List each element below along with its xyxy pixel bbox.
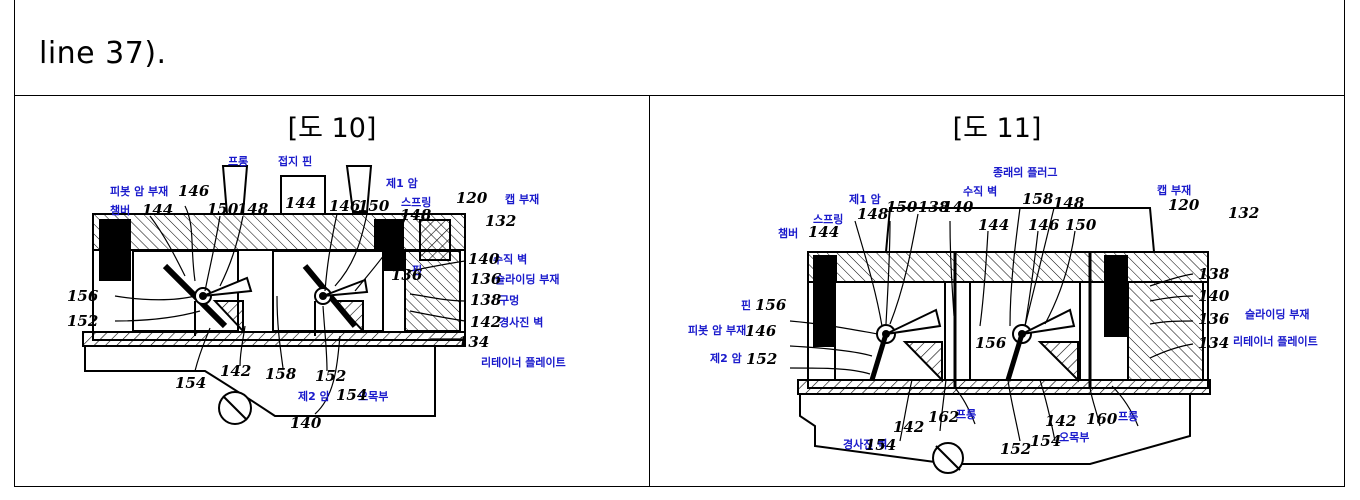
fig10-label-ground-pin: 접지 핀 bbox=[278, 154, 312, 168]
fig11-num-154b: 154 bbox=[1030, 432, 1061, 450]
fig10-label-hole: 구멍 bbox=[499, 293, 519, 307]
fig10-num-132: 132 bbox=[485, 212, 516, 230]
fig10-num-144: 144 bbox=[142, 201, 173, 219]
fig11-label-cap: 캡 부재 bbox=[1157, 183, 1191, 197]
fig11-num-144: 144 bbox=[978, 216, 1009, 234]
fig10-label-recess: 오목부 bbox=[358, 390, 388, 403]
text-row: line 37). bbox=[15, 0, 1344, 96]
fig11-num-140b: 140 bbox=[1198, 287, 1230, 305]
fig10-num-158: 158 bbox=[265, 365, 297, 383]
fig11-label-retainer: 리테이너 플레이트 bbox=[1233, 334, 1318, 348]
fig10-num-148b: 148 bbox=[400, 206, 432, 224]
fig11-num-136: 136 bbox=[1198, 310, 1230, 328]
fig11-label-conventional-plug: 종래의 플러그 bbox=[993, 165, 1058, 179]
fig10-num-154b: 154 bbox=[336, 386, 367, 404]
fig11-num-154: 154 bbox=[865, 436, 896, 454]
fig10-num-156: 156 bbox=[67, 287, 99, 305]
fig10-num-120: 120 bbox=[456, 189, 488, 207]
fig11-num-120: 120 bbox=[1168, 196, 1200, 214]
fig11-num-152: 152 bbox=[746, 350, 777, 368]
fig10-num-150b: 150 bbox=[358, 197, 390, 215]
fig10-label-pin: 핀 bbox=[412, 263, 422, 277]
fig11-num-156b: 156 bbox=[975, 334, 1007, 352]
fig10-num-136b: 136 bbox=[470, 270, 502, 288]
fig11-lines bbox=[789, 207, 1211, 474]
fig11-label-prong2: 프롱 bbox=[1118, 410, 1138, 423]
fig11-num-156: 156 bbox=[755, 296, 787, 314]
fig10-num-136: 136 bbox=[391, 266, 423, 284]
fig11-num-142: 142 bbox=[893, 418, 924, 436]
fig10-label-pivot-arm: 피봇 암 부재 bbox=[110, 184, 168, 198]
fig11-label-pin: 핀 bbox=[741, 298, 751, 312]
fig10-num-148: 148 bbox=[237, 200, 269, 218]
fig11-num-134: 134 bbox=[1198, 334, 1229, 352]
fig11-label-pivot-arm: 피봇 암 부재 bbox=[688, 323, 746, 337]
fig10-label-chamber: 챔버 bbox=[110, 203, 130, 217]
fig10-label-first-arm: 제1 암 bbox=[386, 176, 418, 190]
fig11-num-146b: 146 bbox=[745, 322, 777, 340]
figure-11-cell: [도 11] bbox=[650, 96, 1344, 486]
fig11-label-slanted-wall: 경사진 벽 bbox=[843, 437, 887, 451]
fig11-label-recess: 오목부 bbox=[1059, 431, 1089, 444]
fig11-num-150: 150 bbox=[886, 198, 918, 216]
fig11-label-sliding: 슬라이딩 부재 bbox=[1245, 307, 1310, 321]
fig10-num-138: 138 bbox=[470, 291, 502, 309]
fig11-label-second-arm: 제2 암 bbox=[710, 351, 742, 365]
fig10-num-142: 142 bbox=[470, 313, 501, 331]
figure-11-title: [도 11] bbox=[952, 113, 1042, 144]
fig10-label-second-arm: 제2 암 bbox=[298, 389, 330, 403]
fig10-num-144b: 144 bbox=[285, 194, 316, 212]
fig10-label-spring: 스프링 bbox=[401, 196, 431, 209]
fig10-label-vertical-wall: 수직 벽 bbox=[493, 252, 527, 266]
fig10-num-142b: 142 bbox=[220, 362, 251, 380]
fig10-num-146: 146 bbox=[178, 182, 210, 200]
fig10-num-152: 152 bbox=[67, 312, 98, 330]
fig10-label-sliding: 슬라이딩 부재 bbox=[495, 272, 560, 286]
fig10-num-140: 140 bbox=[468, 250, 500, 268]
fig11-num-150b: 150 bbox=[1065, 216, 1097, 234]
fig11-num-138: 138 bbox=[918, 198, 950, 216]
fig10-label-cap: 캡 부재 bbox=[505, 192, 539, 206]
fig11-num-148s: 148 bbox=[857, 205, 889, 223]
continuation-text: line 37). bbox=[39, 36, 167, 71]
fig11-label-chamber: 챔버 bbox=[778, 226, 798, 240]
fig11-num-148: 148 bbox=[1053, 194, 1085, 212]
fig10-lines bbox=[82, 165, 466, 425]
fig10-label-prong: 프롱 bbox=[228, 155, 248, 168]
patent-page: line 37). [도 10] bbox=[14, 0, 1345, 487]
fig10-num-154: 154 bbox=[175, 374, 206, 392]
figure-10-drawing: 프롱 접지 핀 피봇 암 부재 챔버 제1 암 스프링 캡 부재 수직 벽 핀 … bbox=[67, 154, 566, 432]
figure-10-title: [도 10] bbox=[287, 113, 377, 144]
fig11-num-140: 140 bbox=[942, 198, 974, 216]
fig11-label-first-arm: 제1 암 bbox=[849, 192, 881, 206]
fig10-label-slanted-wall: 경사진 벽 bbox=[499, 315, 543, 329]
fig10-num-150: 150 bbox=[207, 200, 239, 218]
fig11-num-160: 160 bbox=[1086, 410, 1118, 428]
figure-10-cell: [도 10] bbox=[15, 96, 650, 486]
fig10-num-152b: 152 bbox=[315, 367, 346, 385]
fig11-label-vertical-wall: 수직 벽 bbox=[963, 184, 997, 198]
fig11-label-prong1: 프롱 bbox=[956, 408, 976, 421]
fig10-num-140b: 140 bbox=[290, 414, 322, 432]
fig11-num-142b: 142 bbox=[1045, 412, 1076, 430]
fig11-num-138b: 138 bbox=[1198, 265, 1230, 283]
fig10-label-retainer: 리테이너 플레이트 bbox=[481, 355, 566, 369]
fig10-num-134: 134 bbox=[458, 333, 489, 351]
fig10-num-146b: 146 bbox=[329, 197, 361, 215]
fig11-num-162: 162 bbox=[928, 408, 959, 426]
figure-11-drawing: 종래의 플러그 수직 벽 제1 암 스프링 챔버 캡 부재 핀 피봇 암 부재 … bbox=[688, 165, 1318, 474]
fig11-num-158: 158 bbox=[1022, 190, 1054, 208]
fig11-num-144c: 144 bbox=[808, 223, 839, 241]
fig11-num-132: 132 bbox=[1228, 204, 1259, 222]
fig11-label-spring: 스프링 bbox=[813, 213, 843, 226]
fig11-num-146: 146 bbox=[1028, 216, 1060, 234]
fig11-num-152b: 152 bbox=[1000, 440, 1031, 458]
